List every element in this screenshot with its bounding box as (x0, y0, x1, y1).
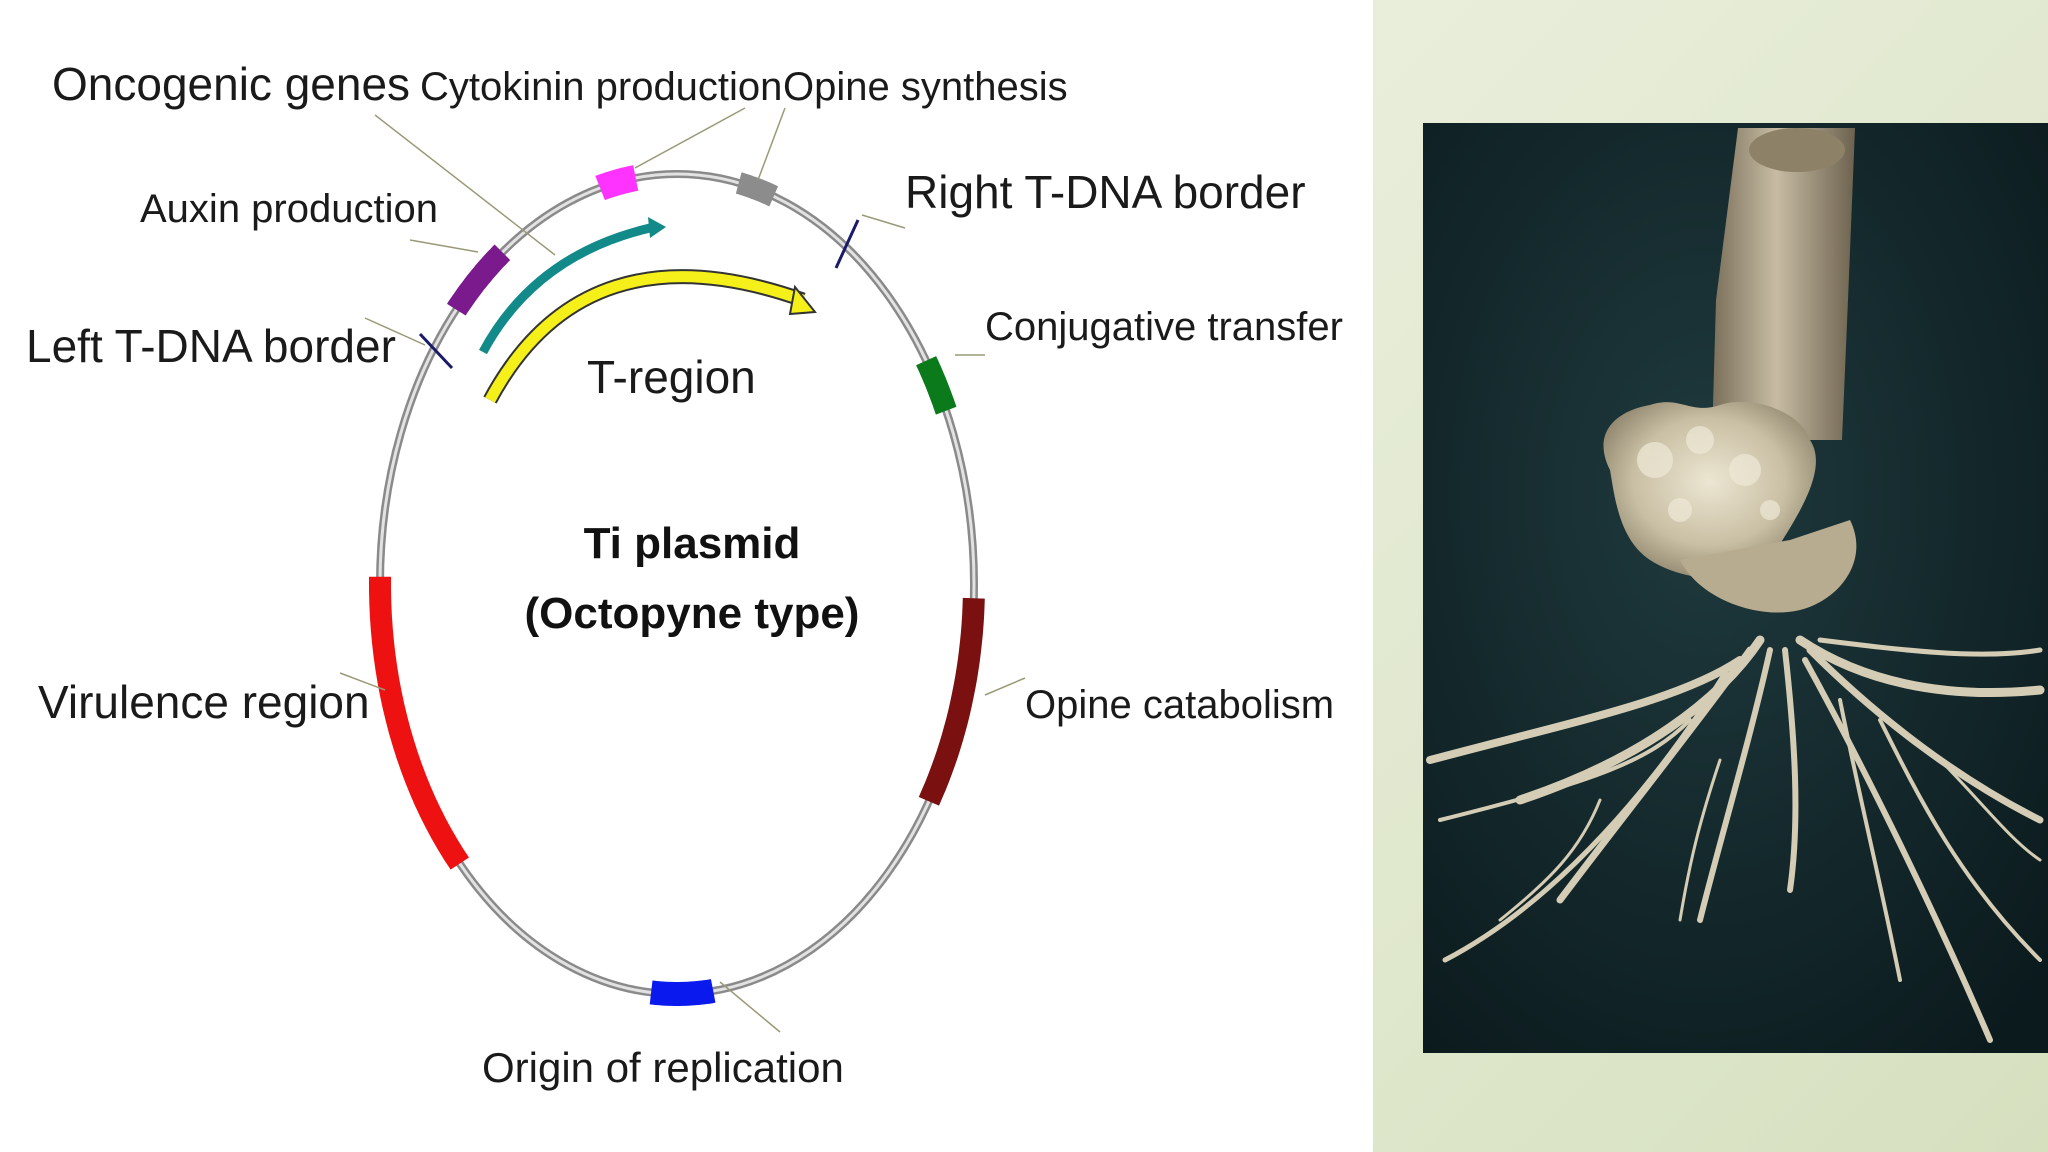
oncogenic-genes-arrow (479, 223, 652, 355)
right-border-leader (861, 214, 906, 229)
cytokinin-production-segment (595, 165, 639, 201)
right-border-tick (834, 219, 860, 269)
stem-top-cut (1749, 128, 1845, 172)
opine-catabolism-leader (984, 677, 1026, 696)
t-region-arrow (485, 271, 805, 403)
plant-stem (1712, 128, 1855, 440)
conjugative-transfer-label: Conjugative transfer (985, 305, 1343, 349)
t-region-arrowhead (788, 284, 817, 316)
conjugative-transfer-segment (916, 356, 957, 415)
origin-leader (719, 981, 781, 1033)
right-t-dna-border-label: Right T-DNA border (905, 166, 1306, 218)
left-border-leader (364, 317, 426, 346)
root-crown (1680, 520, 1857, 613)
origin-of-replication-segment (649, 979, 716, 1006)
cytokinin-leader (634, 107, 746, 169)
left-border-tick (418, 332, 454, 370)
opine-catabolism-label: Opine catabolism (1025, 683, 1334, 727)
left-t-dna-border-label: Left T-DNA border (26, 320, 396, 372)
root-system (1426, 635, 2045, 1043)
opine-catabolism-segment (918, 597, 985, 806)
origin-of-replication-label: Origin of replication (482, 1044, 844, 1091)
t-region-label: T-region (587, 351, 756, 403)
auxin-production-segment (446, 244, 511, 316)
opine-synthesis-label: Opine synthesis (783, 65, 1068, 109)
oncogenic-leader (374, 114, 556, 256)
leader-lines (339, 107, 1026, 1033)
virulence-region-label: Virulence region (38, 676, 370, 728)
crown-gall-photo (1423, 123, 2048, 1053)
oncogenic-genes-label: Oncogenic genes (52, 58, 410, 110)
auxin-leader (409, 239, 479, 253)
virulence-region-segment (369, 576, 469, 870)
opine-synthesis-segment (735, 172, 779, 207)
octopyne-type-subtitle: (Octopyne type) (525, 589, 860, 638)
cytokinin-production-label: Cytokinin production (420, 65, 782, 109)
gall-highlights (1637, 426, 1780, 522)
opine-synthesis-leader (757, 107, 786, 181)
oncogenic-genes-arrowhead (648, 217, 666, 238)
virulence-leader (339, 672, 386, 691)
ti-plasmid-title: Ti plasmid (584, 519, 801, 568)
auxin-production-label: Auxin production (140, 187, 438, 231)
